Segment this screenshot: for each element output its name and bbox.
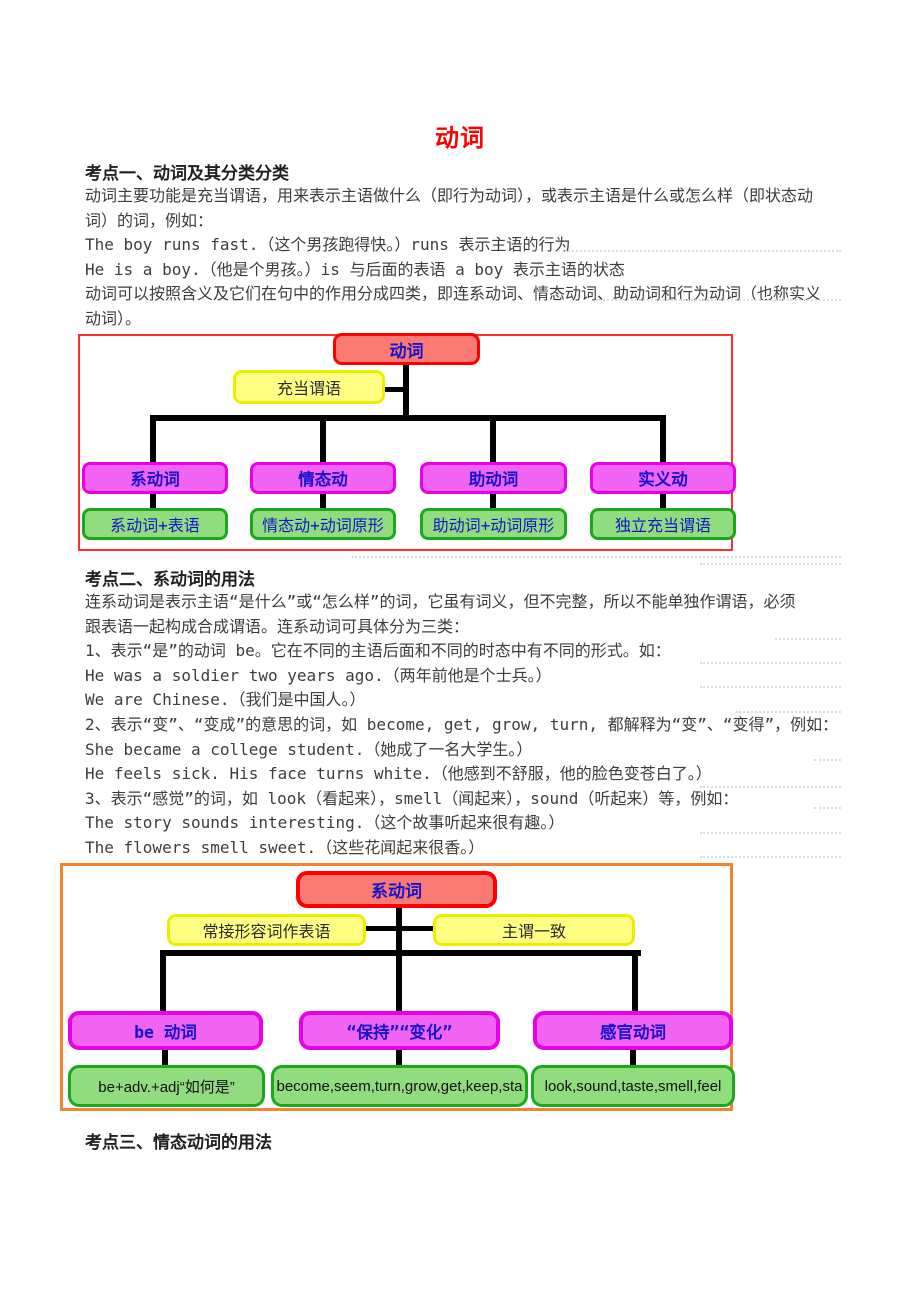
text-line: 跟表语一起构成合成谓语。连系动词可具体分为三类： [85, 616, 470, 636]
text-line: 动词可以按照含义及它们在句中的作用分成四类，即连系动词、情态动词、助动词和行为动… [85, 284, 822, 304]
connector-line [630, 1049, 636, 1065]
diagram1-col4-type-node: 实义动 [590, 462, 736, 494]
section1-heading: 考点一、动词及其分类分类 [85, 164, 289, 184]
text-line: He was a soldier two years ago.（两年前他是个士兵… [85, 665, 552, 685]
diagram2-col2-type-node: “保持”“变化” [299, 1011, 500, 1050]
connector-line [396, 904, 402, 1014]
text-line: We are Chinese.（我们是中国人。） [85, 690, 366, 710]
connector-line [160, 950, 166, 1011]
dotted-artifact-line [700, 563, 841, 565]
connector-line [396, 1049, 402, 1065]
text-line: She became a college student.（她成了一名大学生。） [85, 739, 533, 759]
dotted-artifact-line [700, 786, 841, 788]
dotted-artifact-line [736, 711, 841, 713]
diagram2-col1-rule-node: be+adv.+adj“如何是” [68, 1065, 265, 1107]
text-line: 连系动词是表示主语“是什么”或“怎么样”的词，它虽有词义，但不完整，所以不能单独… [85, 592, 796, 611]
diagram2-col1-type-node: be 动词 [68, 1011, 263, 1050]
section2-heading: 考点二、系动词的用法 [85, 570, 255, 590]
connector-line [490, 493, 496, 510]
text-line: 动词主要功能是充当谓语，用来表示主语做什么（即行为动词），或表示主语是什么或怎么… [85, 186, 814, 205]
dotted-artifact-line [814, 759, 841, 761]
connector-line [320, 493, 326, 510]
diagram2-col2-rule-node: become,seem,turn,grow,get,keep,sta [271, 1065, 528, 1107]
diagram1-col3-type-node: 助动词 [420, 462, 567, 494]
text-line: 1、表示“是”的动词 be。它在不同的主语后面和不同的时态中有不同的形式。如： [85, 641, 671, 661]
diagram1-root-node: 动词 [333, 333, 480, 365]
connector-line [632, 950, 638, 1011]
diagram1-col1-rule-node: 系动词+表语 [82, 508, 228, 540]
connector-line [162, 1049, 168, 1065]
section2-paragraphs: 连系动词是表示主语“是什么”或“怎么样”的词，它虽有词义，但不完整，所以不能单独… [85, 590, 847, 861]
diagram2-root-node: 系动词 [296, 871, 497, 908]
connector-line [490, 415, 496, 464]
diagram2-col3-rule-node: look,sound,taste,smell,feel [531, 1065, 735, 1107]
dotted-artifact-line [775, 638, 841, 640]
text-line: The story sounds interesting.（这个故事听起来很有趣… [85, 813, 565, 833]
text-line: 2、表示“变”、“变成”的意思的词，如 become, get, grow, t… [85, 714, 839, 734]
connector-line [150, 493, 156, 510]
dotted-artifact-line [814, 807, 841, 809]
dotted-artifact-line [700, 686, 841, 688]
verb-classification-diagram: 动词 充当谓语 系动词 情态动 助动词 实义动 系动词+表语 情态动+动词原形 … [78, 333, 736, 551]
dotted-artifact-line [352, 556, 841, 558]
diagram1-col2-type-node: 情态动 [250, 462, 396, 494]
connector-line [320, 415, 326, 464]
text-line: 3、表示“感觉”的词，如 look（看起来），smell（闻起来），sound（… [85, 788, 739, 808]
page-title: 动词 [435, 125, 485, 152]
text-line: 词）的词，例如： [85, 210, 214, 230]
section3-heading: 考点三、情态动词的用法 [85, 1133, 272, 1153]
connector-line [160, 950, 641, 956]
diagram2-left-note: 常接形容词作表语 [167, 914, 366, 946]
connector-line [660, 493, 666, 510]
diagram2-right-note: 主谓一致 [433, 914, 635, 946]
text-line: The flowers smell sweet.（这些花闻起来很香。） [85, 837, 485, 857]
dotted-artifact-line [700, 662, 841, 664]
linking-verb-diagram: 系动词 常接形容词作表语 主谓一致 be 动词 “保持”“变化” 感官动词 be… [60, 863, 735, 1111]
connector-line [383, 387, 407, 392]
connector-line [660, 415, 666, 464]
text-line: He is a boy.（他是个男孩。）is 与后面的表语 a boy 表示主语… [85, 259, 625, 279]
diagram1-predicate-note: 充当谓语 [233, 370, 385, 404]
connector-line [363, 926, 436, 931]
text-line: The boy runs fast.（这个男孩跑得快。）runs 表示主语的行为 [85, 235, 571, 255]
connector-line [150, 415, 156, 464]
dotted-artifact-line [565, 250, 841, 252]
connector-line [150, 415, 666, 421]
dotted-artifact-line [700, 856, 841, 858]
diagram2-col3-type-node: 感官动词 [533, 1011, 733, 1050]
diagram1-col4-rule-node: 独立充当谓语 [590, 508, 736, 540]
text-line: 动词）。 [85, 308, 142, 328]
diagram1-col3-rule-node: 助动词+动词原形 [420, 508, 567, 540]
diagram1-col1-type-node: 系动词 [82, 462, 228, 494]
text-line: He feels sick. His face turns white.（他感到… [85, 764, 712, 784]
section1-paragraphs: 动词主要功能是充当谓语，用来表示主语做什么（即行为动词），或表示主语是什么或怎么… [85, 184, 847, 332]
diagram1-col2-rule-node: 情态动+动词原形 [250, 508, 396, 540]
dotted-artifact-line [596, 299, 841, 301]
dotted-artifact-line [700, 832, 841, 834]
